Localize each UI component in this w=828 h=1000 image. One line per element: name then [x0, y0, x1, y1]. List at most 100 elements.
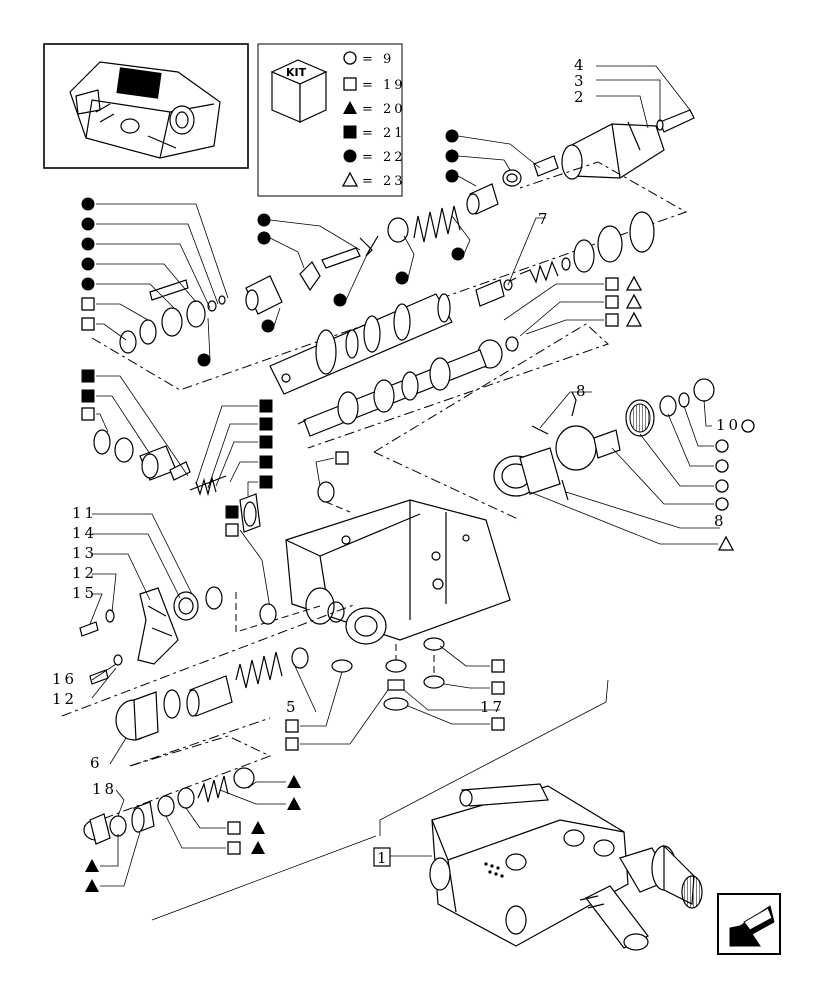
legend-text: = 22 — [362, 150, 406, 165]
triangle-open-icon — [626, 312, 642, 327]
legend-text: = 19 — [362, 78, 406, 93]
circle-open-icon — [715, 479, 729, 493]
triangle-filled-icon — [287, 797, 301, 810]
part-group-left-lower: 11 14 13 12 15 16 12 — [52, 504, 223, 708]
circle-filled-icon — [81, 217, 95, 231]
callout-13: 13 — [72, 544, 97, 562]
legend-row-triangle-open: = 23 — [342, 172, 406, 189]
circle-open-icon — [741, 419, 755, 433]
part-group-seals: 17 — [383, 637, 505, 731]
callout-10: 10 — [716, 416, 741, 434]
callout-17: 17 — [480, 698, 505, 716]
callout-15: 15 — [72, 584, 97, 602]
square-open-icon — [81, 317, 95, 331]
circle-open-icon — [715, 497, 729, 511]
knob-part — [493, 378, 715, 501]
callout-2: 2 — [574, 88, 587, 106]
thumbnail-box — [43, 43, 249, 169]
square-filled-icon — [81, 369, 95, 383]
square-open-icon — [81, 407, 95, 421]
triangle-open-icon — [626, 276, 642, 291]
part-group-secondary-spool: 8 8 10 — [297, 323, 755, 551]
square-open-icon — [605, 277, 619, 291]
square-open-icon — [343, 77, 357, 91]
part-group-poppet — [81, 369, 273, 609]
callout-7: 7 — [538, 210, 551, 228]
spool-body — [269, 293, 453, 395]
next-page-arrow-button[interactable] — [717, 893, 781, 955]
triangle-filled-icon — [85, 859, 99, 872]
square-open-icon — [605, 313, 619, 327]
square-open-icon — [81, 297, 95, 311]
kit-cube-icon: KIT — [270, 59, 328, 123]
legend-row-circle-open: = 9 — [343, 51, 394, 67]
circle-filled-icon — [257, 213, 271, 227]
square-open-icon — [335, 451, 349, 465]
triangle-filled-icon — [85, 879, 99, 892]
part-group-spool: 7 — [81, 161, 688, 395]
grip-dots — [484, 862, 504, 878]
triangle-open-icon — [718, 536, 734, 551]
square-filled-icon — [225, 505, 239, 519]
part-group-cap-assembly: 4 3 2 — [445, 56, 695, 215]
square-open-icon — [225, 523, 239, 537]
triangle-filled-icon — [251, 821, 265, 834]
circle-filled-icon — [445, 149, 459, 163]
callout-14: 14 — [72, 524, 97, 542]
legend-row-triangle-filled: = 20 — [343, 101, 406, 117]
legend-text: = 9 — [362, 52, 394, 67]
kit-legend-box: KIT = 9 = 19 = 20 = 21 = 22 = 23 — [257, 43, 406, 197]
square-filled-icon — [81, 389, 95, 403]
square-open-icon — [491, 717, 505, 731]
circle-open-icon — [343, 51, 357, 65]
callout-16: 16 — [52, 670, 77, 688]
triangle-filled-icon — [251, 841, 265, 854]
circle-filled-icon — [445, 129, 459, 143]
legend-text: = 23 — [362, 174, 406, 189]
triangle-filled-icon — [287, 775, 301, 788]
square-filled-icon — [259, 417, 273, 431]
square-open-icon — [605, 295, 619, 309]
legend-row-square-open: = 19 — [343, 77, 406, 93]
valve-body — [235, 451, 511, 645]
legend-text: = 20 — [362, 102, 406, 117]
callout-3: 3 — [574, 72, 587, 90]
square-open-icon — [285, 719, 299, 733]
square-open-icon — [491, 659, 505, 673]
square-filled-icon — [259, 455, 273, 469]
square-open-icon — [227, 841, 241, 855]
left-callout-column — [81, 197, 229, 341]
part-group-plug: 5 6 — [61, 603, 389, 772]
square-filled-icon — [259, 435, 273, 449]
circle-filled-icon — [257, 231, 271, 245]
triangle-open-icon — [626, 294, 642, 309]
circle-filled-icon — [395, 271, 409, 285]
circle-filled-icon — [445, 169, 459, 183]
circle-open-icon — [715, 439, 729, 453]
spring-part — [413, 205, 461, 243]
square-filled-icon — [343, 125, 357, 139]
circle-filled-icon — [343, 149, 357, 163]
callout-1: 1 — [377, 849, 390, 867]
circle-filled-icon — [81, 197, 95, 211]
part-group-bottom-left: 18 — [83, 735, 301, 892]
callout-18: 18 — [92, 780, 117, 798]
circle-filled-icon — [451, 247, 465, 261]
assembled-valve: 1 — [151, 679, 703, 951]
legend-text: = 21 — [362, 126, 406, 141]
next-page-arrow-icon — [729, 905, 775, 947]
circle-filled-icon — [197, 353, 211, 367]
callout-11: 11 — [72, 504, 97, 522]
circle-filled-icon — [81, 237, 95, 251]
square-open-icon — [285, 737, 299, 751]
callout-6: 6 — [90, 754, 103, 772]
callout-8a: 8 — [576, 382, 589, 400]
thumbnail-valve-illustration — [69, 61, 221, 159]
circle-filled-icon — [333, 293, 347, 307]
callout-8b: 8 — [714, 512, 727, 530]
square-filled-icon — [259, 475, 273, 489]
callout-4: 4 — [574, 56, 587, 74]
circle-filled-icon — [81, 257, 95, 271]
